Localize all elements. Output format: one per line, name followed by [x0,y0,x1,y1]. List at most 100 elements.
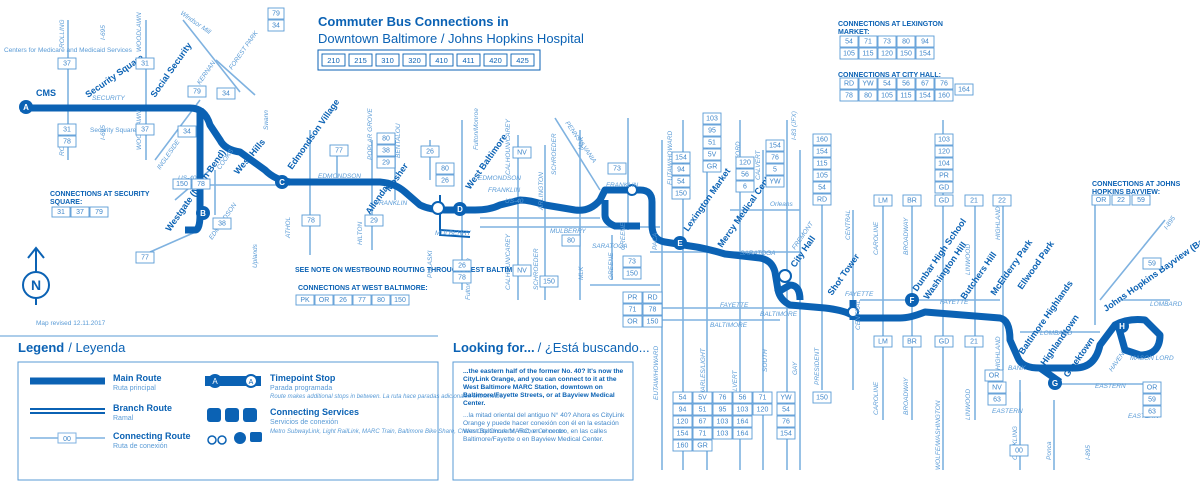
route-box-us40: 78 [191,178,211,190]
svg-text:KERNAN: KERNAN [196,60,217,86]
route-box-n21_s: 21 [964,335,984,348]
timepoint-b[interactable]: B [196,206,210,220]
svg-text:MASON LORD: MASON LORD [1130,355,1174,362]
svg-text:310: 310 [381,56,394,65]
svg-text:EUTAW/HOWARD: EUTAW/HOWARD [653,346,660,400]
svg-text:37: 37 [141,127,149,134]
svg-text:104: 104 [938,161,950,168]
route-box-bay_e: OR [1142,381,1162,394]
svg-text:Fulton/Monroe: Fulton/Monroe [473,108,480,150]
svg-text:320: 320 [408,56,421,65]
svg-text:BALTIMORE: BALTIMORE [710,322,748,329]
svg-text:Ruta principal: Ruta principal [113,385,156,392]
stop-baltimore-highlands: Baltimore Highlands [1016,279,1074,356]
svg-text:38: 38 [382,148,390,155]
conn-west-baltimore-route: 77 [352,294,372,306]
svg-text:115: 115 [862,51,873,58]
svg-text:LM: LM [878,339,888,346]
svg-text:Connecting Services: Connecting Services [270,407,359,417]
svg-text:103: 103 [717,431,729,438]
svg-text:EASTERN: EASTERN [1095,383,1126,390]
svg-text:RD: RD [844,81,854,88]
route-box-calvert: 120 [735,156,755,169]
route-box-mlk: 73 [607,162,627,175]
timepoint-lexington[interactable] [626,184,638,196]
route-number-210: 210 [321,53,346,67]
route-box-gd: GD [934,194,954,207]
svg-text:US-40: US-40 [505,198,524,205]
timepoint-g[interactable]: G [1048,376,1062,390]
svg-text:SOUTH: SOUTH [762,349,769,372]
route-box-nv_e: NV [987,381,1007,394]
svg-text:BENTALOU: BENTALOU [395,123,402,158]
svg-text:Main Route: Main Route [113,373,162,383]
timepoint-h[interactable]: H [1115,319,1129,333]
svg-text:71: 71 [699,431,707,438]
svg-text:ATHOL: ATHOL [285,216,292,239]
svg-text:59: 59 [1148,397,1156,404]
route-box-wolfe: PR [934,169,954,182]
svg-text:411: 411 [463,56,475,65]
timepoint-shot-tower[interactable] [847,306,859,318]
conn-lexington-route: 120 [877,47,897,60]
svg-text:120: 120 [739,160,751,167]
svg-text:54: 54 [677,179,685,186]
timepoint-west-baltimore[interactable] [431,201,445,215]
looking-text: ...the eastern half of the former No. 40… [463,368,625,444]
timepoint-d[interactable]: D [453,202,467,216]
route-box-mosher: 80 [435,162,455,175]
route-box-n22: 22 [992,194,1012,207]
svg-text:Swann: Swann [263,110,270,130]
svg-text:MULBERRY: MULBERRY [550,228,587,235]
svg-text:80: 80 [441,166,449,173]
svg-text:54: 54 [845,39,853,46]
conn-city-hall-route: 80 [858,89,878,102]
conn-west-baltimore-title: CONNECTIONS AT WEST BALTIMORE: [298,285,428,292]
route-box-mlk_s: 73 [622,255,642,268]
svg-text:E: E [677,239,683,248]
svg-text:164: 164 [737,431,749,438]
timepoint-e[interactable]: E [673,236,687,250]
conn-city-hall-route: 78 [839,89,859,102]
timepoint-a[interactable]: A [19,100,33,114]
svg-text:95: 95 [708,128,716,135]
svg-text:150: 150 [647,319,659,326]
conn-security-square-route: 37 [70,206,90,218]
route-box-charles: 51 [702,136,722,149]
conn-security-square-route: 31 [51,206,71,218]
route-box-br: BR [902,194,922,207]
route-box-wolfe: 103 [934,133,954,146]
route-box-charles: 95 [702,124,722,137]
svg-text:Windsor Mill: Windsor Mill [179,10,212,36]
svg-text:SARATOGA: SARATOGA [740,250,776,257]
svg-text:Timepoint Stop: Timepoint Stop [270,373,336,383]
timepoint-city-hall[interactable] [778,269,792,283]
svg-text:26: 26 [458,263,466,270]
svg-text:78: 78 [63,139,71,146]
svg-text:NV: NV [517,268,527,275]
svg-text:164: 164 [737,419,749,426]
svg-text:GR: GR [707,164,718,171]
svg-text:GD: GD [939,185,950,192]
legend: Legend/ Leyenda Main Route Ruta principa… [0,335,567,481]
conn-city-hall-route: 164 [954,83,974,96]
svg-text:FAYETTE: FAYETTE [845,291,874,298]
svg-text:120: 120 [757,407,769,414]
svg-text:22: 22 [998,198,1006,205]
svg-text:105: 105 [843,51,855,58]
route-box-guilford: YW [765,175,785,188]
conn-lexington-route: 105 [839,47,859,60]
svg-text:MLK: MLK [578,136,585,150]
timepoint-f[interactable]: F [905,293,919,307]
route-box-poplar: 80 [376,132,396,145]
svg-text:PK: PK [300,297,310,304]
svg-text:PACA: PACA [652,233,659,250]
svg-text:Route makes additional stops i: Route makes additional stops in between.… [270,394,504,400]
timepoint-c[interactable]: C [275,175,289,189]
north-arrow: N [22,246,50,305]
route-box-forest: 34 [216,87,236,100]
route-box-poplar: 38 [376,144,396,157]
svg-text:154: 154 [919,93,931,100]
